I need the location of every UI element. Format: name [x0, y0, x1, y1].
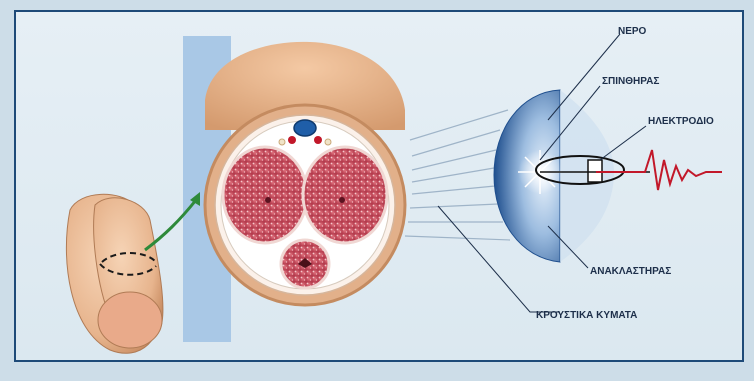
external-anatomy	[66, 194, 163, 353]
label-electrode: ΗΛΕΚΤΡΟΔΙΟ	[648, 116, 714, 127]
label-water: ΝΕΡΟ	[618, 26, 647, 37]
shaft-cross-section	[205, 42, 405, 305]
label-reflector: ΑΝΑΚΛΑΣΤΗΡΑΣ	[590, 266, 671, 277]
label-shock-waves: ΚΡΟΥΣΤΙΚΑ ΚΥΜΑΤΑ	[536, 310, 637, 321]
label-spark: ΣΠΙΝΘΗΡΑΣ	[602, 76, 659, 87]
